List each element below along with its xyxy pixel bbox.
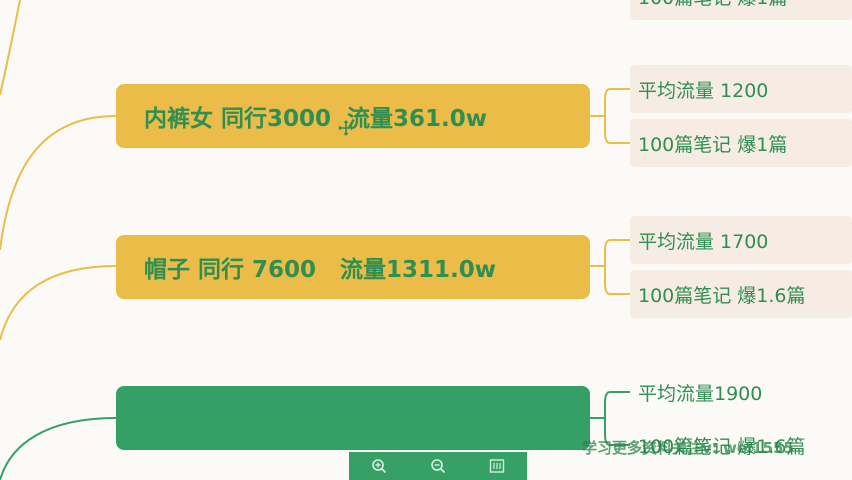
- branch-node-2-title: 帽子 同行 7600 流量1311.0w: [144, 257, 497, 283]
- zoom-out-icon[interactable]: [429, 457, 447, 475]
- branch-node-1[interactable]: 内裤女 同行3000 流量361.0w: [116, 84, 590, 148]
- leaf-label: 平均流量 1200: [638, 79, 769, 102]
- branch-node-3[interactable]: [116, 386, 590, 450]
- connector-top-trunk: [0, 0, 21, 96]
- branch-node-1-title: 内裤女 同行3000 流量361.0w: [144, 106, 488, 132]
- leaf-1-notes[interactable]: 100篇笔记 爆1篇: [630, 119, 852, 167]
- leaf-label: 100篇笔记 爆1篇: [638, 133, 788, 156]
- leaf-label: 100篇笔记 爆1.6篇: [638, 435, 806, 458]
- leaf-2-notes[interactable]: 100篇笔记 爆1.6篇: [630, 270, 852, 318]
- move-cursor-icon: [338, 120, 354, 136]
- leaf-top-label: 100篇笔记 爆1篇: [638, 0, 787, 10]
- bracket-node-3: [590, 391, 630, 446]
- zoom-toolbar: [349, 452, 527, 480]
- bracket-node-2: [590, 239, 630, 295]
- leaf-2-avg-traffic[interactable]: 平均流量 1700: [630, 216, 852, 264]
- fit-view-icon[interactable]: [488, 457, 506, 475]
- leaf-1-avg-traffic[interactable]: 平均流量 1200: [630, 65, 852, 113]
- watermark-text: 学习更多资料关注v: wei1555: [582, 439, 794, 457]
- connector-node-1: [0, 115, 117, 251]
- bracket-node-1: [590, 88, 630, 144]
- leaf-top-partial[interactable]: 100篇笔记 爆1篇: [630, 0, 852, 20]
- zoom-in-icon[interactable]: [370, 457, 388, 475]
- leaf-label: 平均流量 1700: [638, 230, 769, 253]
- branch-node-2[interactable]: 帽子 同行 7600 流量1311.0w: [116, 235, 590, 299]
- connector-node-3: [0, 417, 117, 480]
- leaf-label: 平均流量1900: [638, 382, 763, 405]
- leaf-3-notes[interactable]: 100篇笔记 爆1.6篇: [630, 421, 852, 469]
- leaf-label: 100篇笔记 爆1.6篇: [638, 284, 806, 307]
- leaf-3-avg-traffic[interactable]: 平均流量1900: [630, 368, 852, 416]
- connector-node-2: [0, 265, 117, 341]
